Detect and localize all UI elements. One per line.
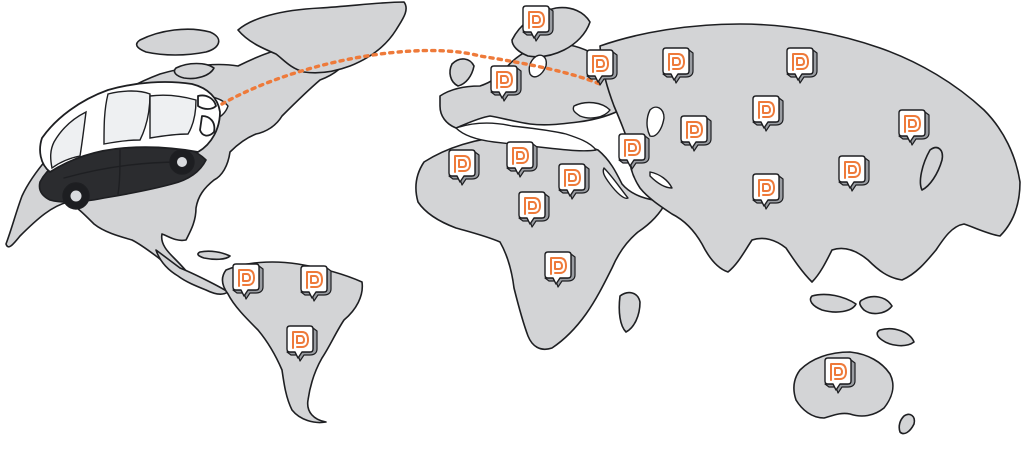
charging-station-marker-icon bbox=[544, 251, 576, 288]
mediterranean-sea bbox=[455, 122, 597, 152]
charging-station-marker-icon bbox=[618, 133, 650, 170]
southeast-asia-islands bbox=[809, 293, 857, 313]
marker-plug-glyph bbox=[668, 53, 685, 71]
marker-plug-glyph bbox=[306, 271, 323, 289]
asia bbox=[599, 23, 1021, 283]
marker-plug-glyph bbox=[512, 147, 529, 165]
red-sea bbox=[602, 167, 629, 199]
car-front-rim bbox=[176, 156, 188, 168]
charging-station-marker-icon bbox=[448, 149, 480, 186]
africa bbox=[415, 135, 667, 351]
car-door-line bbox=[117, 149, 121, 195]
caribbean-islands bbox=[197, 250, 231, 261]
marker-plug-glyph bbox=[550, 257, 567, 275]
charging-station-marker-icon bbox=[490, 65, 522, 102]
car-side-window bbox=[149, 94, 197, 139]
charging-station-marker-icon bbox=[586, 49, 618, 86]
marker-plug-glyph bbox=[844, 161, 861, 179]
arctic-islands-2 bbox=[173, 62, 215, 80]
charging-station-marker-icon bbox=[752, 173, 784, 210]
charging-station-marker-icon bbox=[752, 95, 784, 132]
car-rear-rim bbox=[69, 189, 83, 203]
charging-markers bbox=[232, 5, 930, 394]
southeast-asia-islands-3 bbox=[876, 327, 915, 347]
charging-station-marker-icon bbox=[680, 115, 712, 152]
marker-plug-glyph bbox=[564, 169, 581, 187]
charging-station-marker-icon bbox=[518, 191, 550, 228]
japan bbox=[919, 146, 944, 191]
charging-station-marker-icon bbox=[838, 155, 870, 192]
marker-plug-glyph bbox=[758, 101, 775, 119]
marker-plug-glyph bbox=[792, 53, 809, 71]
marker-plug-glyph bbox=[686, 121, 703, 139]
charging-station-marker-icon bbox=[522, 5, 554, 42]
car-front-grille bbox=[199, 115, 216, 137]
black-sea bbox=[572, 101, 611, 119]
caspian-sea bbox=[646, 106, 665, 137]
persian-gulf bbox=[649, 171, 673, 189]
car-windshield bbox=[103, 90, 151, 145]
marker-plug-glyph bbox=[624, 139, 641, 157]
charging-station-marker-icon bbox=[300, 265, 332, 302]
marker-plug-glyph bbox=[592, 55, 609, 73]
madagascar bbox=[618, 291, 641, 333]
charging-station-marker-icon bbox=[898, 109, 930, 146]
marker-plug-glyph bbox=[904, 115, 921, 133]
charging-station-marker-icon bbox=[286, 325, 318, 362]
charging-station-marker-icon bbox=[786, 47, 818, 84]
marker-plug-glyph bbox=[830, 363, 847, 381]
car-headlight bbox=[197, 94, 217, 110]
marker-plug-glyph bbox=[292, 331, 309, 349]
marker-plug-glyph bbox=[238, 269, 255, 287]
charging-station-marker-icon bbox=[558, 163, 590, 200]
marker-plug-glyph bbox=[528, 11, 545, 29]
charging-station-marker-icon bbox=[824, 357, 856, 394]
charging-station-marker-icon bbox=[506, 141, 538, 178]
route-path bbox=[220, 48, 602, 106]
arctic-islands bbox=[135, 28, 220, 56]
marker-plug-glyph bbox=[454, 155, 471, 173]
marker-plug-glyph bbox=[496, 71, 513, 89]
car-rear-window bbox=[49, 110, 87, 170]
southeast-asia-islands-2 bbox=[859, 295, 893, 315]
new-zealand bbox=[898, 413, 916, 435]
marker-plug-glyph bbox=[524, 197, 541, 215]
car-icon bbox=[38, 81, 221, 210]
charging-station-marker-icon bbox=[232, 263, 264, 300]
british-isles bbox=[449, 58, 475, 87]
marker-plug-glyph bbox=[758, 179, 775, 197]
charging-station-marker-icon bbox=[662, 47, 694, 84]
